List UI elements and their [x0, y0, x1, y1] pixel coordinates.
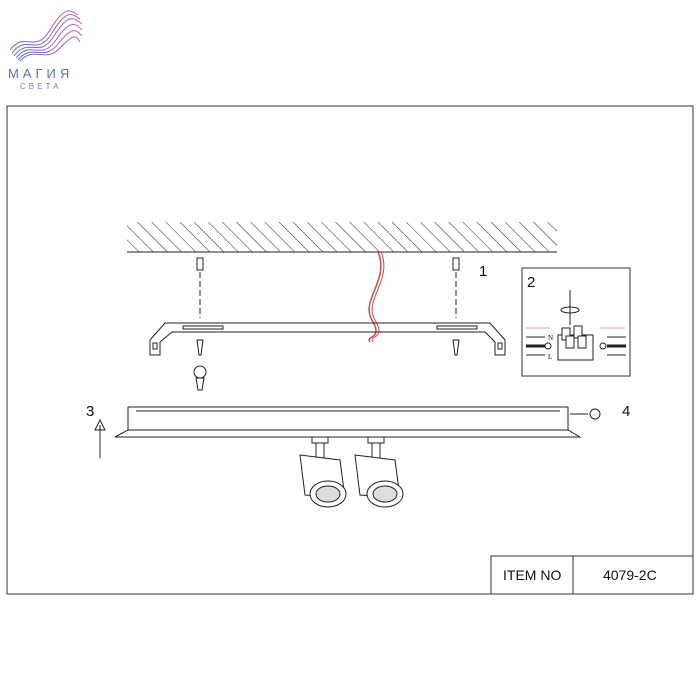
title-block	[490, 555, 694, 595]
neutral-label: N	[548, 334, 553, 342]
logo-wave-icon	[9, 10, 83, 62]
step-2-label: 2	[527, 274, 535, 291]
item-no-value: 4079-2C	[603, 567, 657, 583]
spotlight-left	[299, 436, 347, 508]
item-no-label: ITEM NO	[503, 567, 562, 583]
step-4-label: 4	[622, 403, 630, 420]
live-label: L	[548, 353, 552, 361]
up-arrow-icon	[94, 418, 106, 458]
step-1-label: 1	[479, 263, 487, 280]
drawing-frame	[6, 105, 694, 595]
spotlight-right	[354, 436, 404, 508]
brand-logo: МАГИЯ СВЕТА	[0, 0, 90, 100]
screws	[193, 339, 460, 391]
track-body	[114, 406, 582, 438]
end-screw	[570, 408, 601, 420]
logo-title: МАГИЯ	[8, 66, 74, 81]
wall-plugs	[196, 257, 460, 318]
ceiling	[127, 222, 557, 253]
wiring-inset	[521, 267, 631, 377]
mounting-bracket	[149, 322, 506, 356]
step-3-label: 3	[86, 403, 94, 420]
power-cable	[368, 251, 382, 343]
logo-subtitle: СВЕТА	[20, 82, 62, 91]
